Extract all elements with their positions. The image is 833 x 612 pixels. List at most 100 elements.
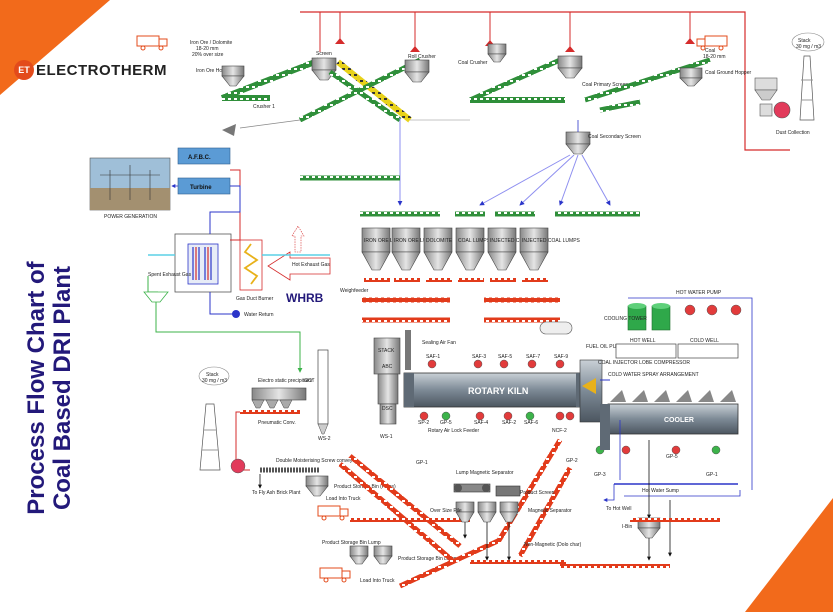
title-line-1: Process Flow Chart of xyxy=(23,261,50,515)
fan xyxy=(555,411,565,421)
cooling-tower xyxy=(627,303,671,331)
conveyor-crusher1 xyxy=(220,57,322,101)
afbc-box xyxy=(177,147,231,165)
hot-well-label: HOT WELL xyxy=(630,338,656,344)
gp5a-label: GP-5 xyxy=(440,420,452,426)
saf6-label: SAF-6 xyxy=(524,420,538,426)
magnetic-separator-label: Magnetic Separator xyxy=(528,508,572,514)
dsc-label: DSC xyxy=(382,406,393,412)
truck-icon xyxy=(136,35,168,51)
truck-icon xyxy=(696,35,728,51)
roll-crusher-label: Roll Crusher xyxy=(408,54,436,60)
coal-secondary-screen-label: Coal Secondary Screen xyxy=(588,134,641,140)
air-fan xyxy=(555,359,565,369)
fan xyxy=(419,411,429,421)
corner-decoration-top-left xyxy=(0,0,110,95)
bin-label: DOLOMITE xyxy=(426,238,453,244)
coal-ground-hopper-label: Coal Ground Hopper xyxy=(705,70,751,76)
cooling-tower-label: COOLING TOWER xyxy=(604,316,647,322)
iron-ore-hopper-label: Iron Ore Hopper xyxy=(196,68,232,74)
gp1b-label: GP-1 xyxy=(706,472,718,478)
cooler xyxy=(607,390,739,435)
product-storage-fines-bin xyxy=(305,475,329,497)
saf4-label: SAF-4 xyxy=(474,420,488,426)
to-hot-well-label: To Hot Well xyxy=(606,506,631,512)
lump-magnetic-separator xyxy=(453,483,491,493)
electro-static-precipitator xyxy=(251,387,307,409)
sealing-air-fan-label: Sealing Air Fan xyxy=(422,340,456,346)
product-storage-lump-label: Product Storage Bin Lump xyxy=(322,540,381,546)
rotary-air-lock-label: Rotary Air Lock Feeder xyxy=(428,428,479,434)
coal-ground-hopper xyxy=(679,67,703,87)
hot-water-pump-label: HOT WATER PUMP xyxy=(676,290,722,296)
conveyor-yellow xyxy=(336,59,412,123)
stack-emission-label-2: Stack xyxy=(206,372,219,378)
logo-badge: ET xyxy=(14,60,34,80)
bin-6: INJECTED COAL LUMPS xyxy=(519,227,581,271)
bin-label: INJECTED COAL LUMPS xyxy=(490,238,549,244)
abc-label: ABC xyxy=(382,364,393,370)
saf9-label: SAF-9 xyxy=(554,354,568,360)
rotary-kiln-label: ROTARY KILN xyxy=(468,386,528,396)
cold-water-spray-label: COLD WATER SPRAY ARRANGEMENT xyxy=(608,372,699,378)
i-bin-label: I-Bin xyxy=(622,524,633,530)
kiln-stack xyxy=(373,337,401,425)
whrb-label: WHRB xyxy=(286,291,324,305)
esp-label: Electro static precipitator xyxy=(258,378,313,384)
cold-well-label: COLD WELL xyxy=(690,338,719,344)
fly-ash-label: To Fly Ash Brick Plant xyxy=(252,490,301,496)
gp5b-label: GP-5 xyxy=(666,454,678,460)
water-return-label: Water Return xyxy=(244,312,274,318)
saf7-label: SAF-7 xyxy=(526,354,540,360)
power-generation-label: POWER GENERATION xyxy=(104,214,157,220)
spent-exhaust-label: Spent Exhaust Gas xyxy=(148,272,192,278)
logo-text: ELECTROTHERM xyxy=(36,61,167,79)
weighfeeder-label: Weighfeeder xyxy=(340,288,369,294)
saf3-label: SAF-3 xyxy=(472,354,486,360)
afbc-label: A.F.B.C. xyxy=(188,155,211,161)
fan xyxy=(503,411,513,421)
product-screen-label: Product Screen xyxy=(520,490,555,496)
bin-4: COAL LUMPS xyxy=(455,227,491,271)
saf5-label: SAF-5 xyxy=(498,354,512,360)
coal-label: Coal xyxy=(705,48,715,54)
screen-label: Screen xyxy=(316,51,332,57)
air-fan xyxy=(527,359,537,369)
bin-2: IRON ORE LUMPS xyxy=(391,227,438,271)
bin-1: IRON ORE LUMPS xyxy=(361,227,408,271)
load-truck2-label: Load Into Truck xyxy=(360,578,395,584)
bin-5: INJECTED COAL LUMPS xyxy=(487,227,549,271)
sp2-label: SP-2 xyxy=(418,420,429,426)
iron-ore-over-label: 20% over size xyxy=(192,52,224,58)
corner-decoration-bottom-right xyxy=(745,498,833,612)
stack-label: STACK xyxy=(378,348,395,354)
coal-injector-label: COAL INJECTOR LOBE COMPRESSOR xyxy=(598,360,690,366)
coal-size-label: 18-20 mm xyxy=(703,54,726,60)
iron-ore-dolomite-label: Iron Ore / Dolomite xyxy=(190,40,232,46)
page-title: Process Flow Chart of Coal Based DRI Pla… xyxy=(23,238,84,538)
product-storage-lump2-label: Product Storage Bin Lump xyxy=(398,556,457,562)
hot-water-pump xyxy=(684,304,696,316)
coal-crusher xyxy=(487,43,507,63)
screen-unit xyxy=(311,57,337,81)
hot-water-sump-label: Hot Water Sump xyxy=(642,488,679,494)
saf1-label: SAF-1 xyxy=(426,354,440,360)
gct-tower xyxy=(317,349,329,435)
iron-ore-hopper xyxy=(221,65,245,87)
cooler-label: COOLER xyxy=(664,417,694,424)
hot-water-pump xyxy=(706,304,718,316)
truck-icon xyxy=(319,567,351,583)
gp3-label: GP-3 xyxy=(594,472,606,478)
over-size-pile-label: Over Size Pile xyxy=(430,508,462,514)
stack-emission-label: Stack xyxy=(798,38,811,44)
ws1-label: WS-1 xyxy=(380,434,393,440)
air-fan xyxy=(427,359,437,369)
truck-icon xyxy=(317,505,349,521)
fan xyxy=(441,411,451,421)
cold-well xyxy=(677,343,739,359)
product-conveyor-1 xyxy=(348,454,462,548)
dust-collection-label: Dust Collection xyxy=(776,130,810,136)
pile-cone xyxy=(222,124,236,136)
